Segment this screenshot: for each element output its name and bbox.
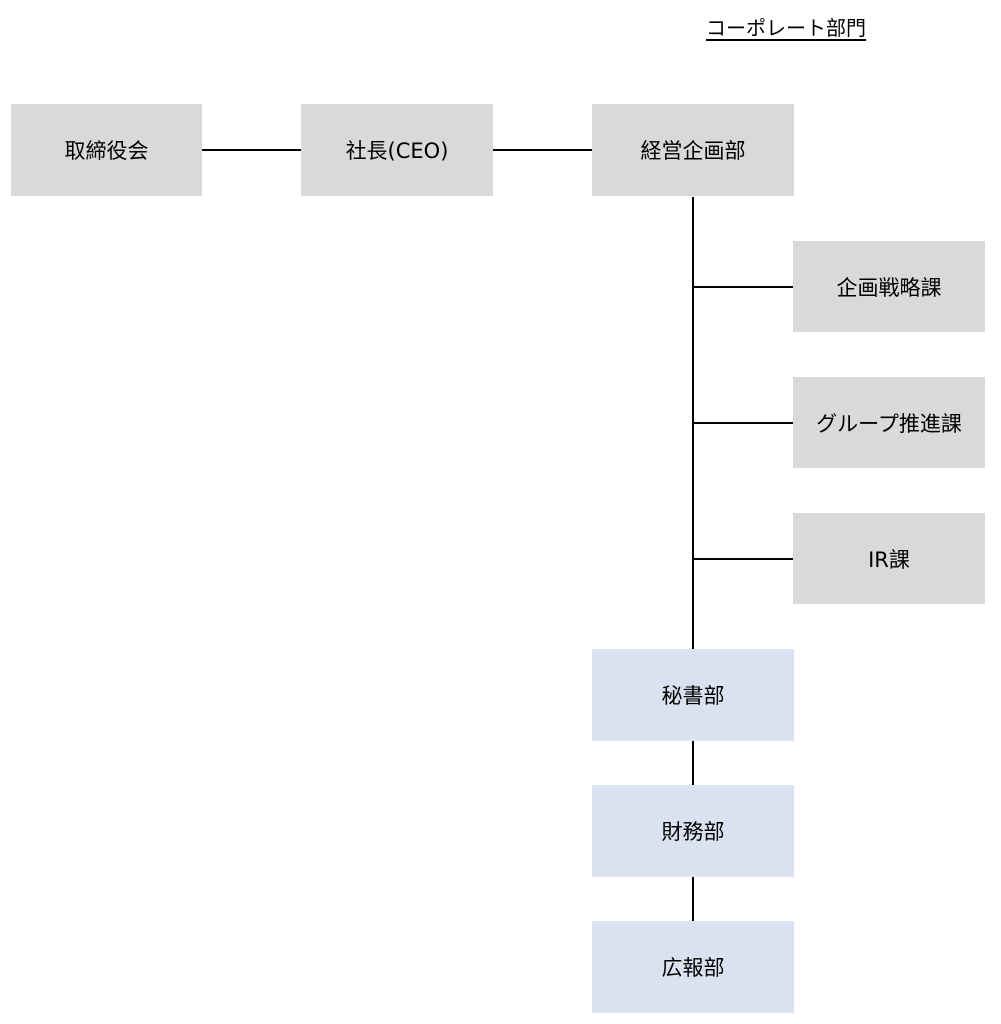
node-pr: 広報部 [592,921,794,1013]
node-ceo: 社長(CEO) [301,104,493,196]
connector-group-promotion [693,422,793,424]
node-strategy: 企画戦略課 [793,241,985,332]
connector-strategy [693,286,793,288]
connector-ceo-planning [493,149,592,151]
node-ir: IR課 [793,513,985,604]
connector-ir [693,558,793,560]
node-pr-label: 広報部 [661,956,725,980]
node-ir-label: IR課 [868,547,910,572]
node-group-promotion: グループ推進課 [793,377,985,468]
node-secretariat-label: 秘書部 [661,684,725,708]
connector-finance-pr [692,877,694,921]
node-secretariat: 秘書部 [592,649,794,741]
node-corporate-planning-label: 経営企画部 [640,139,746,163]
diagram-title: コーポレート部門 [706,16,866,40]
node-finance: 財務部 [592,785,794,877]
connector-secretariat-finance [692,741,694,785]
node-group-promotion-label: グループ推進課 [816,411,962,436]
node-finance-label: 財務部 [661,820,725,844]
node-corporate-planning: 経営企画部 [592,104,794,196]
connector-board-ceo [202,149,301,151]
node-strategy-label: 企画戦略課 [836,275,942,300]
node-board-label: 取締役会 [64,139,149,163]
node-ceo-label: 社長(CEO) [345,139,449,163]
node-board: 取締役会 [11,104,202,196]
